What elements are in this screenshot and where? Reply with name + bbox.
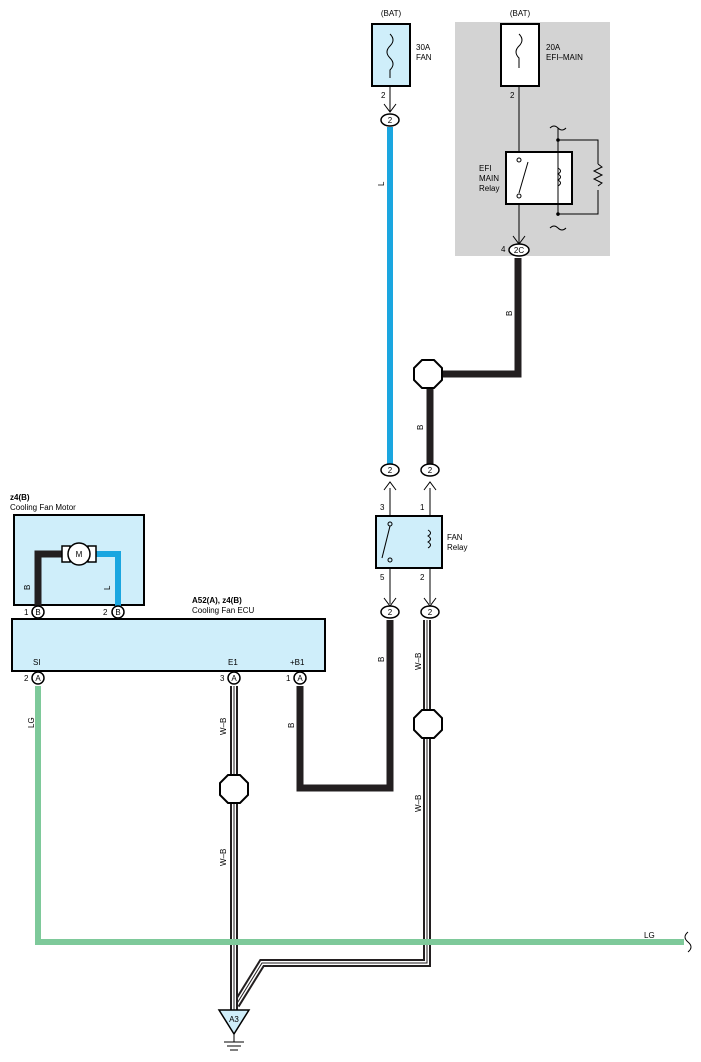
motor-wire-l bbox=[94, 551, 121, 606]
fan-relay-pin-1: 1 bbox=[420, 503, 425, 512]
svg-text:A: A bbox=[35, 674, 41, 683]
svg-text:2: 2 bbox=[428, 608, 433, 617]
fuse-efi-name: EFI–MAIN bbox=[546, 53, 583, 62]
fan-relay-pin-5: 5 bbox=[380, 573, 385, 582]
motor-pin-2: 2 bbox=[103, 608, 108, 617]
efi-relay-label-2: MAIN bbox=[479, 174, 499, 183]
wire-label-b-relay-out: B bbox=[377, 657, 386, 662]
motor-name: Cooling Fan Motor bbox=[10, 503, 76, 512]
efi-relay-coil-icon bbox=[557, 167, 561, 187]
svg-text:2: 2 bbox=[428, 466, 433, 475]
resistor-icon bbox=[592, 163, 604, 187]
ecu-term-b1: +B1 bbox=[290, 658, 305, 667]
wire-label-lg-left: LG bbox=[27, 717, 36, 728]
svg-text:2: 2 bbox=[388, 608, 393, 617]
wire-label-lg-right: LG bbox=[644, 931, 655, 940]
motor-wire-b bbox=[34, 550, 64, 606]
svg-text:B: B bbox=[115, 608, 120, 617]
wire-black-b-b1 bbox=[296, 620, 394, 792]
ecu-code: A52(A), z4(B) bbox=[192, 596, 242, 605]
efi-relay-pin: 4 bbox=[501, 245, 506, 254]
junction-left bbox=[219, 774, 249, 804]
wire-wb-right bbox=[232, 620, 431, 1008]
fuse-fan-rating: 30A bbox=[416, 43, 431, 52]
fan-relay-label-1: FAN bbox=[447, 533, 463, 542]
wire-label-b-mid: B bbox=[416, 425, 425, 430]
junction-upper bbox=[413, 359, 443, 389]
ecu-pin-b1: 1 bbox=[286, 674, 291, 683]
efi-relay-box bbox=[505, 151, 573, 205]
ground-point bbox=[217, 1009, 251, 1036]
wire-black-b-upper bbox=[428, 258, 522, 378]
ecu-connector-e1: A bbox=[227, 671, 241, 685]
fan-relay-box bbox=[375, 515, 443, 569]
fuse-efi-box bbox=[500, 23, 540, 87]
motor-icon bbox=[67, 542, 91, 566]
bat-label-left: (BAT) bbox=[381, 9, 402, 18]
connector-relay-1: 2 bbox=[420, 463, 440, 491]
svg-text:B: B bbox=[35, 608, 40, 617]
wire-green-lg bbox=[35, 686, 684, 945]
wire-label-wb-left-2: W–B bbox=[219, 849, 228, 866]
fan-relay-pin-2: 2 bbox=[420, 573, 425, 582]
fuse-efi-rating: 20A bbox=[546, 43, 561, 52]
svg-text:2: 2 bbox=[388, 466, 393, 475]
fuse-fan-pin: 2 bbox=[381, 91, 386, 100]
ecu-name: Cooling Fan ECU bbox=[192, 606, 254, 615]
ground-label: A3 bbox=[229, 1015, 239, 1024]
ecu-box bbox=[11, 618, 326, 672]
svg-text:2C: 2C bbox=[514, 246, 524, 255]
motor-wire-b-label: B bbox=[23, 585, 32, 590]
ecu-term-si: SI bbox=[33, 658, 41, 667]
motor-code: z4(B) bbox=[10, 493, 30, 502]
motor-pin-1: 1 bbox=[24, 608, 29, 617]
motor-wire-l-label: L bbox=[103, 585, 112, 590]
ecu-pin-e1: 3 bbox=[220, 674, 225, 683]
wire-label-wb-right-1: W–B bbox=[414, 653, 423, 670]
fuse-efi-icon bbox=[515, 33, 523, 68]
connector-fuse-fan: 2 bbox=[380, 103, 400, 127]
wire-break-icon bbox=[684, 931, 692, 953]
wire-label-l: L bbox=[377, 181, 386, 186]
wire-label-wb-right-2: W–B bbox=[414, 795, 423, 812]
svg-text:2: 2 bbox=[388, 116, 393, 125]
fuse-fan-box bbox=[371, 23, 411, 87]
fuse-efi-pin: 2 bbox=[510, 91, 515, 100]
connector-efi-2c: 2C bbox=[508, 235, 530, 257]
fuse-fan-name: FAN bbox=[416, 53, 432, 62]
fan-relay-label-2: Relay bbox=[447, 543, 467, 552]
connector-relay-2: 2 bbox=[420, 597, 440, 619]
svg-text:A: A bbox=[297, 674, 303, 683]
ecu-pin-si: 2 bbox=[24, 674, 29, 683]
junction-right bbox=[413, 709, 443, 739]
motor-symbol: M bbox=[76, 550, 83, 559]
wire-label-wb-left-1: W–B bbox=[219, 718, 228, 735]
bat-label-right: (BAT) bbox=[510, 9, 531, 18]
connector-relay-5: 2 bbox=[380, 597, 400, 619]
fan-relay-pin-3: 3 bbox=[380, 503, 385, 512]
wire-label-b-b1: B bbox=[287, 723, 296, 728]
efi-relay-label-1: EFI bbox=[479, 164, 491, 173]
fan-relay-coil-icon bbox=[427, 529, 431, 549]
efi-relay-label-3: Relay bbox=[479, 184, 499, 193]
ecu-connector-b1: A bbox=[293, 671, 307, 685]
ecu-connector-si: A bbox=[31, 671, 45, 685]
ecu-term-e1: E1 bbox=[228, 658, 238, 667]
wire-label-b-upper: B bbox=[505, 311, 514, 316]
svg-text:A: A bbox=[231, 674, 237, 683]
fuse-fan-icon bbox=[386, 33, 394, 78]
connector-relay-3: 2 bbox=[380, 463, 400, 491]
